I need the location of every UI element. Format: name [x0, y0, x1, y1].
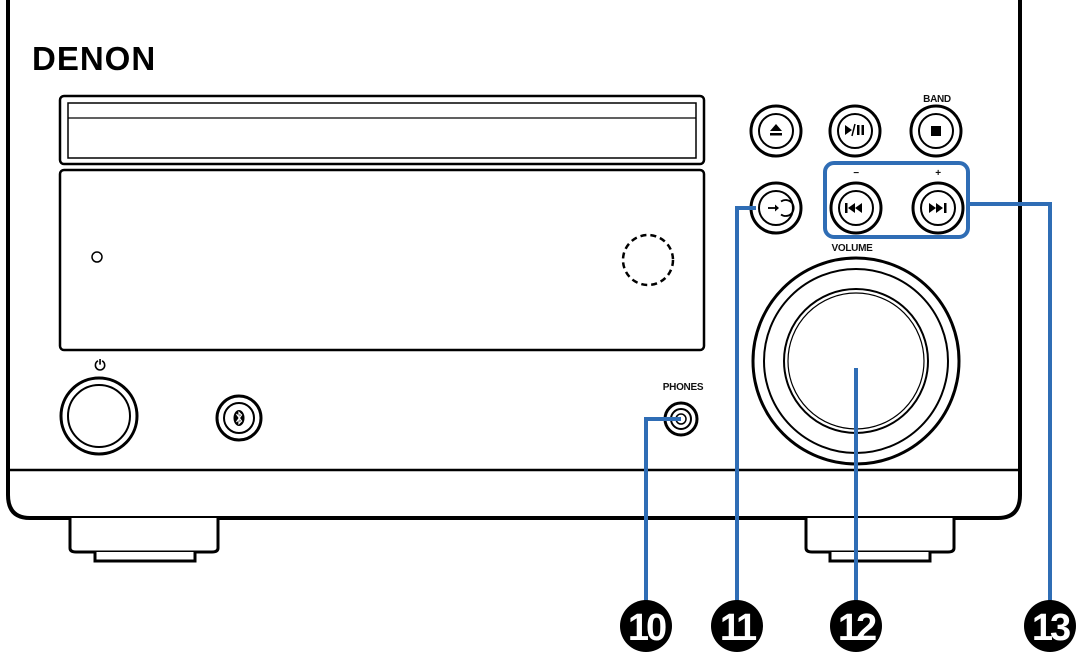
svg-text:12: 12	[838, 607, 876, 649]
power-symbol-label: ⏻	[94, 357, 105, 373]
callout-11: 11	[711, 600, 763, 652]
volume-minus-label: −	[853, 168, 859, 179]
callout-13-highlight-box	[823, 161, 970, 239]
bluetooth-icon	[233, 410, 245, 426]
skip-back-icon	[845, 203, 862, 213]
eject-button[interactable]	[749, 104, 803, 158]
callout-12: 12	[830, 600, 882, 652]
skip-forward-button[interactable]	[911, 181, 965, 235]
callout-10-leader	[644, 417, 681, 603]
bluetooth-button[interactable]	[215, 394, 263, 442]
right-foot	[804, 518, 956, 563]
svg-text:11: 11	[720, 607, 757, 649]
callout-11-leader	[735, 206, 756, 603]
skip-forward-icon	[929, 203, 947, 213]
play-pause-icon	[845, 123, 864, 137]
play-pause-button[interactable]	[828, 104, 882, 158]
callout-leader-lines	[644, 202, 1052, 603]
callout-13-leader	[968, 202, 1052, 603]
stop-icon	[931, 126, 941, 136]
brand-logo: DENON	[32, 40, 156, 77]
volume-label: VOLUME	[832, 243, 874, 254]
status-indicator-led	[91, 251, 103, 263]
power-button[interactable]	[59, 376, 139, 456]
svg-text:10: 10	[628, 607, 666, 649]
input-source-button[interactable]	[749, 181, 803, 235]
remote-sensor-area	[621, 233, 675, 287]
phones-label: PHONES	[663, 382, 704, 393]
left-foot	[68, 518, 220, 563]
volume-plus-label: +	[935, 168, 941, 179]
callout-13: 13	[1024, 600, 1076, 652]
input-source-icon	[768, 199, 795, 217]
callout-10: 10	[620, 600, 672, 652]
band-label: BAND	[923, 94, 951, 105]
eject-icon	[770, 124, 782, 136]
display-panel	[58, 168, 706, 352]
stop-band-button[interactable]	[909, 104, 963, 158]
disc-slot	[58, 94, 706, 166]
volume-knob[interactable]	[751, 256, 961, 466]
svg-text:13: 13	[1032, 607, 1070, 649]
skip-back-button[interactable]	[829, 181, 883, 235]
